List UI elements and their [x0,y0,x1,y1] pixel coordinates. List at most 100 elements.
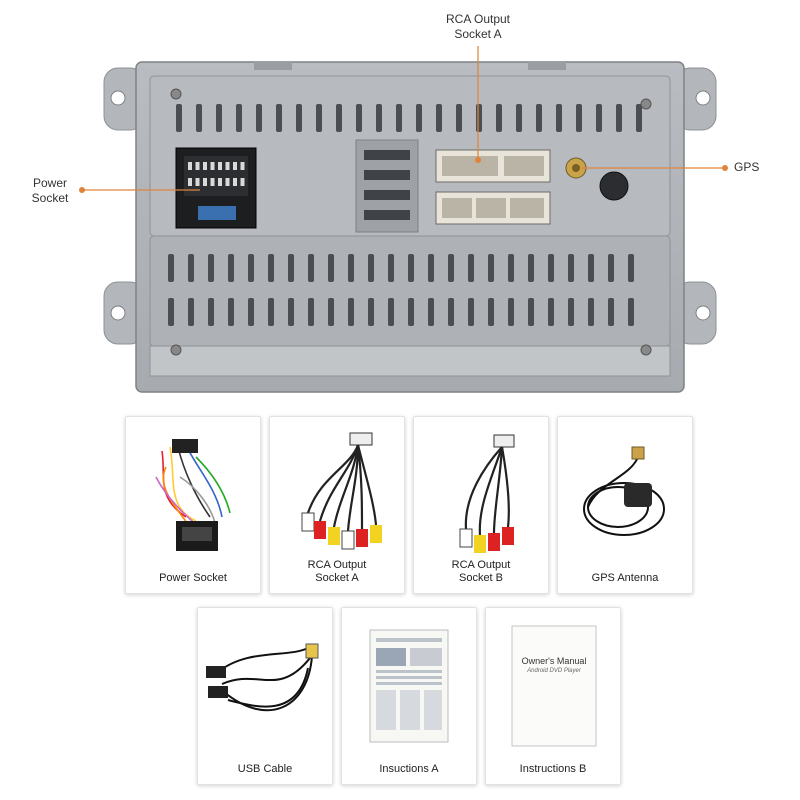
callout-line-1: Power [32,176,67,190]
caption-line: Insuctions A [379,763,439,775]
vent-slot [328,254,334,282]
connector-pin [240,178,245,186]
power-socket-callout: Power Socket [20,176,80,206]
caption-line: Socket A [315,572,359,584]
callout-line-2: Socket [31,191,69,205]
connector-pin [233,162,237,170]
vent-slot [536,104,542,132]
caption-line: Socket B [458,572,504,584]
vent-slot [368,298,374,326]
vent-slot [456,104,462,132]
vent-slot [176,104,182,132]
vent-slot [248,254,254,282]
vent-slot [596,104,602,132]
vent-slot [168,298,174,326]
vent-slot [368,254,374,282]
vent-slot [576,104,582,132]
vent-slot [396,104,402,132]
vent-slot [488,298,494,326]
vent-slot [608,298,614,326]
instructions-a-icon [369,629,449,743]
callout-line-1: GPS [734,160,760,174]
card-caption: Instructions B [486,763,620,776]
card-caption: USB Cable [198,763,332,776]
manual-icon [511,625,597,747]
vent-slot [468,298,474,326]
vent-slot [616,104,622,132]
vent-slot [548,254,554,282]
caption-line: RCA Output [307,559,367,571]
card-caption: Power Socket [126,572,260,585]
rca-output-socket-a-callout: RCA Output Socket A [428,12,528,42]
vent-slot [348,298,354,326]
vent-slot [188,254,194,282]
connector-pin [210,162,215,170]
vent-slot [208,298,214,326]
vent-slot [508,254,514,282]
rca-cable-a-icon [301,432,382,550]
connector-pin [218,178,222,186]
caption-line: Power Socket [159,572,227,584]
vent-slot [376,104,382,132]
vent-slot [448,254,454,282]
connector-pin [195,162,200,170]
card-caption: Insuctions A [342,763,476,776]
vent-slot [428,254,434,282]
vent-slot [308,254,314,282]
vent-slot [288,254,294,282]
accessory-card-usb-cable: USB Cable [197,607,333,785]
vent-slot [316,104,322,132]
caption-line: USB Cable [237,763,293,775]
connector-pin [188,178,192,186]
callout-line-2: Socket A [454,27,502,41]
accessory-card-rca-output-socket-a: RCA Output Socket A [269,416,405,594]
connector-pin [210,178,215,186]
vent-slot [568,254,574,282]
power-harness-icon [155,439,231,551]
vent-slot [288,298,294,326]
vent-slot [388,254,394,282]
connector-pin [225,162,230,170]
vent-slot [236,104,242,132]
vent-slot [168,254,174,282]
rca-cable-b-icon [459,434,515,553]
card-caption: RCA Output Socket B [414,559,548,585]
vent-slot [276,104,282,132]
vent-slot [468,254,474,282]
vent-slot [408,298,414,326]
vent-slot [336,104,342,132]
usb-cable-icon [206,643,319,712]
vent-slot [208,254,214,282]
connector-pin [218,162,222,170]
gps-antenna-icon [583,446,665,536]
vent-slot [568,298,574,326]
caption-line: RCA Output [451,559,511,571]
vent-slot [408,254,414,282]
card-caption: GPS Antenna [558,572,692,585]
accessory-card-rca-output-socket-b: RCA Output Socket B [413,416,549,594]
manual-subtitle: Android DVD Player [527,668,581,674]
accessory-card-instructions-b: Owner's Manual Android DVD Player Instru… [485,607,621,785]
vent-slot [328,298,334,326]
vent-slot [628,298,634,326]
connector-pin [233,178,237,186]
vent-slot [228,298,234,326]
vent-slot [348,254,354,282]
accessory-card-gps-antenna: GPS Antenna [557,416,693,594]
vent-slot [216,104,222,132]
vent-slot [488,254,494,282]
connector-pin [240,162,245,170]
vent-slot [548,298,554,326]
vent-slot [448,298,454,326]
vent-slot [508,298,514,326]
vent-slot [308,298,314,326]
vent-slot [428,298,434,326]
caption-line: GPS Antenna [591,572,659,584]
vent-slot [516,104,522,132]
vent-slot [416,104,422,132]
connector-pin [203,162,207,170]
callout-line-1: RCA Output [445,12,511,26]
connector-pin [188,162,192,170]
manual-title: Owner's Manual [521,656,587,666]
vent-slot [188,298,194,326]
